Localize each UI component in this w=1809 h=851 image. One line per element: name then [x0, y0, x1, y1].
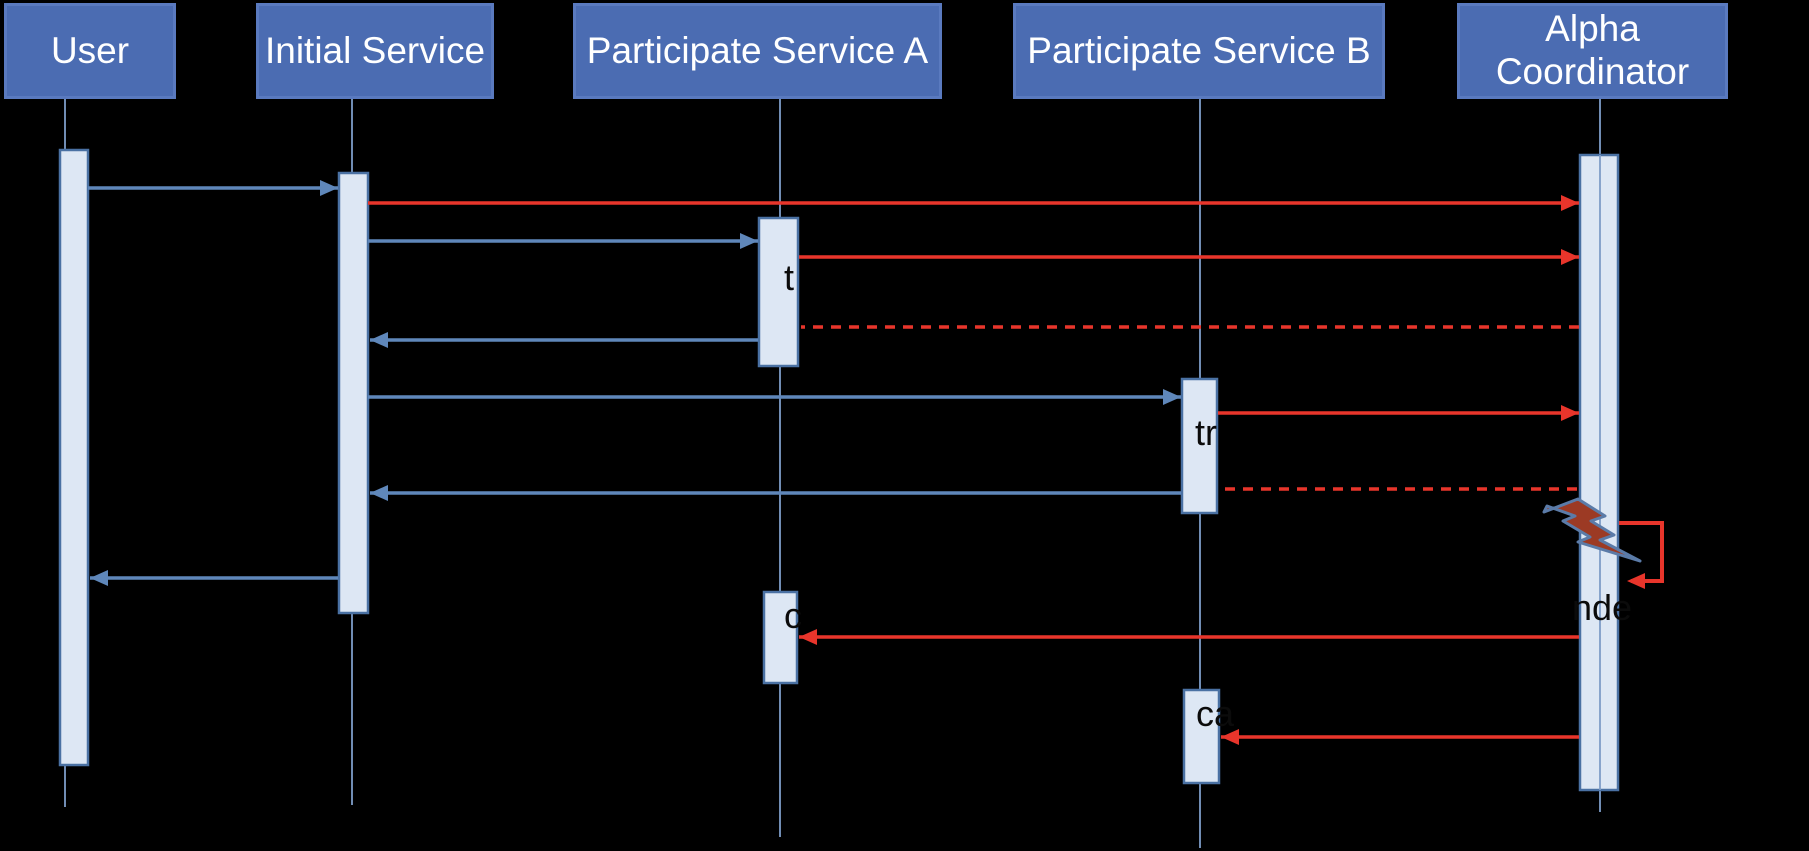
- label-fragment-4: ca: [1196, 693, 1235, 734]
- participant-box-alpha-coordinator: Alpha Coordinator: [1457, 3, 1728, 99]
- participant-label-initial-service: Initial Service: [264, 29, 486, 71]
- label-fragment-3: c: [784, 595, 802, 636]
- arrowhead-0: [320, 180, 338, 196]
- self-message-arrowhead: [1627, 573, 1645, 589]
- label-fragment-1: tr: [1195, 412, 1217, 453]
- activation-bar-alpha-4: [1578, 153, 1620, 792]
- arrowhead-11: [799, 629, 817, 645]
- participant-label-participate-service-a: Participate Service A: [586, 29, 929, 71]
- participant-box-initial-service: Initial Service: [256, 3, 494, 99]
- arrowhead-12: [1221, 729, 1239, 745]
- label-fragment-0: t: [784, 257, 795, 298]
- label-fragment-2: nde: [1572, 587, 1633, 628]
- activation-bar-psa-2: [757, 216, 800, 368]
- arrowhead-10: [90, 570, 108, 586]
- activation-bar-initial-1: [337, 171, 370, 615]
- arrowhead-2: [740, 233, 758, 249]
- participant-label-alpha-coordinator: Alpha Coordinator: [1495, 8, 1690, 92]
- activation-bar-psb-6: [1182, 688, 1221, 785]
- lightning-bolt-icon: [1542, 497, 1642, 563]
- self-message-line-alpha: [1619, 521, 1664, 583]
- arrowhead-3: [1561, 249, 1579, 265]
- participant-box-participate-service-a: Participate Service A: [573, 3, 942, 99]
- arrowhead-9: [370, 485, 388, 501]
- arrowhead-6: [1163, 389, 1181, 405]
- arrowhead-5: [370, 332, 388, 348]
- activation-bar-user-0: [58, 148, 90, 767]
- arrowhead-7: [1561, 405, 1579, 421]
- participant-label-participate-service-b: Participate Service B: [1027, 29, 1371, 71]
- arrowhead-1: [1561, 195, 1579, 211]
- participant-box-participate-service-b: Participate Service B: [1013, 3, 1385, 99]
- participant-label-user: User: [50, 29, 130, 71]
- participant-box-user: User: [4, 3, 176, 99]
- activation-bar-psa-5: [762, 590, 799, 685]
- activation-bar-psb-3: [1180, 377, 1219, 515]
